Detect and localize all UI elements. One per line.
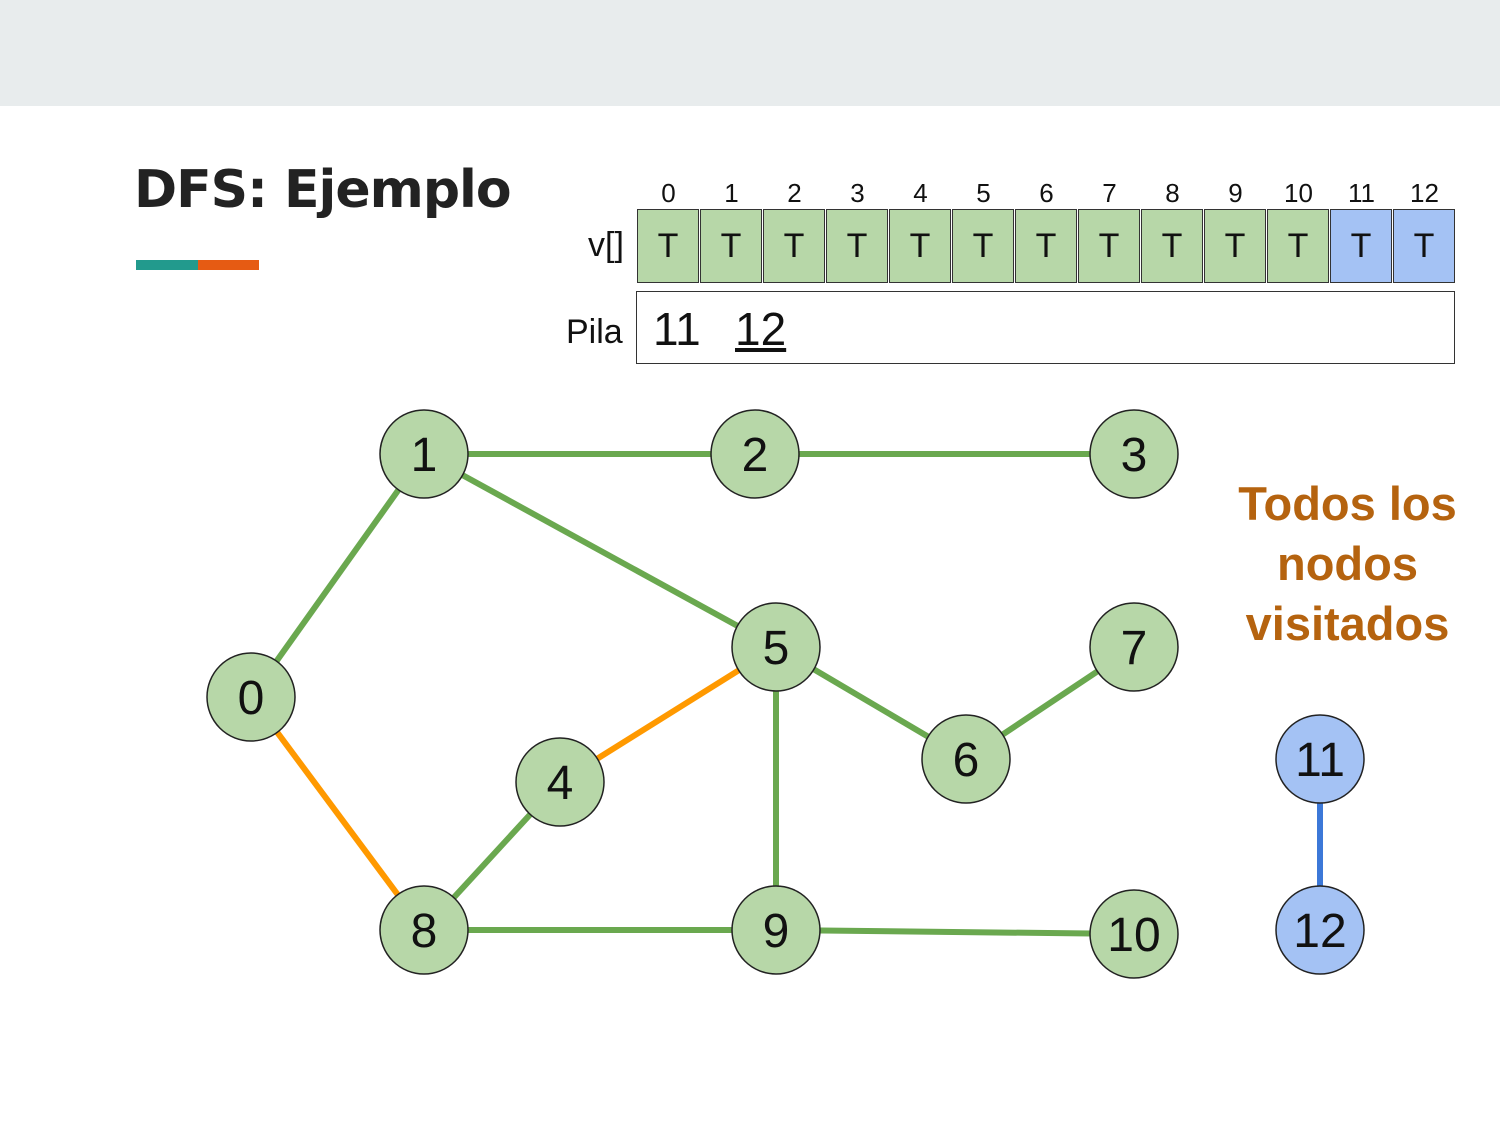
node-label: 2 (742, 429, 769, 482)
node-7: 7 (1089, 602, 1179, 692)
array-index: 2 (787, 178, 802, 208)
node-2: 2 (710, 409, 800, 499)
node-label: 3 (1121, 429, 1148, 482)
node-circle (379, 885, 469, 975)
node-label: 7 (1121, 622, 1148, 675)
node-10: 10 (1089, 889, 1179, 979)
edge-9-10 (775, 927, 1135, 937)
array-cell: T (637, 209, 699, 283)
node-6: 6 (921, 714, 1011, 804)
array-cell: T (1204, 209, 1266, 283)
node-circle (1089, 889, 1179, 979)
title-accent-teal (136, 260, 198, 270)
array-index: 3 (850, 178, 865, 208)
array-cell: T (1330, 209, 1392, 283)
node-4: 4 (515, 737, 605, 827)
array-index: 12 (1410, 178, 1439, 208)
visited-array-label: v[] (588, 226, 624, 264)
node-1: 1 (379, 409, 469, 499)
array-cell: T (952, 209, 1014, 283)
node-9: 9 (731, 885, 821, 975)
array-index: 7 (1102, 178, 1117, 208)
node-0: 0 (206, 652, 296, 742)
array-cell: T (1141, 209, 1203, 283)
node-label: 0 (238, 672, 265, 725)
node-3: 3 (1089, 409, 1179, 499)
all-visited-note: Todos los nodos visitados (1215, 474, 1480, 654)
slide-title: DFS: Ejemplo (134, 160, 512, 220)
top-bar (0, 0, 1500, 106)
node-circle (379, 409, 469, 499)
node-label: 8 (411, 905, 438, 958)
node-circle (1089, 602, 1179, 692)
array-cell: T (1267, 209, 1329, 283)
array-cell: T (1393, 209, 1455, 283)
node-circle (1275, 885, 1365, 975)
edge-0-8 (248, 695, 427, 932)
array-cell: T (826, 209, 888, 283)
node-circle (1089, 409, 1179, 499)
node-label: 11 (1295, 734, 1345, 787)
note-line: Todos los (1238, 477, 1457, 530)
node-circle (1275, 714, 1365, 804)
stack-item: 11 (653, 303, 701, 355)
array-index: 0 (661, 178, 676, 208)
node-circle (206, 652, 296, 742)
note-line: nodos (1277, 537, 1418, 590)
array-index: 5 (976, 178, 991, 208)
array-index: 1 (724, 178, 739, 208)
stack-item-top: 12 (735, 303, 787, 355)
array-index: 9 (1228, 178, 1243, 208)
node-label: 9 (763, 905, 790, 958)
array-index: 8 (1165, 178, 1180, 208)
title-accent-orange (198, 260, 259, 270)
node-label: 1 (411, 429, 438, 482)
array-cell: T (889, 209, 951, 283)
node-label: 12 (1293, 905, 1346, 958)
node-circle (731, 885, 821, 975)
node-circle (921, 714, 1011, 804)
array-cell: T (1015, 209, 1077, 283)
node-circle (515, 737, 605, 827)
node-circle (731, 602, 821, 692)
array-index: 4 (913, 178, 928, 208)
node-5: 5 (731, 602, 821, 692)
note-line: visitados (1245, 597, 1450, 650)
node-12: 12 (1275, 885, 1365, 975)
node-label: 10 (1107, 909, 1160, 962)
array-index: 10 (1284, 178, 1313, 208)
node-label: 6 (953, 734, 980, 787)
node-label: 5 (763, 622, 790, 675)
array-cell: T (1078, 209, 1140, 283)
node-11: 11 (1275, 714, 1365, 804)
stack-box: 11 12 (636, 291, 1455, 364)
array-cell: T (700, 209, 762, 283)
array-index: 11 (1348, 178, 1375, 208)
edge-0-1 (248, 452, 427, 699)
array-cell: T (763, 209, 825, 283)
edge-1-5 (422, 451, 778, 650)
node-circle (710, 409, 800, 499)
stack-label: Pila (566, 313, 623, 351)
array-index: 6 (1039, 178, 1054, 208)
node-8: 8 (379, 885, 469, 975)
node-label: 4 (547, 757, 574, 810)
